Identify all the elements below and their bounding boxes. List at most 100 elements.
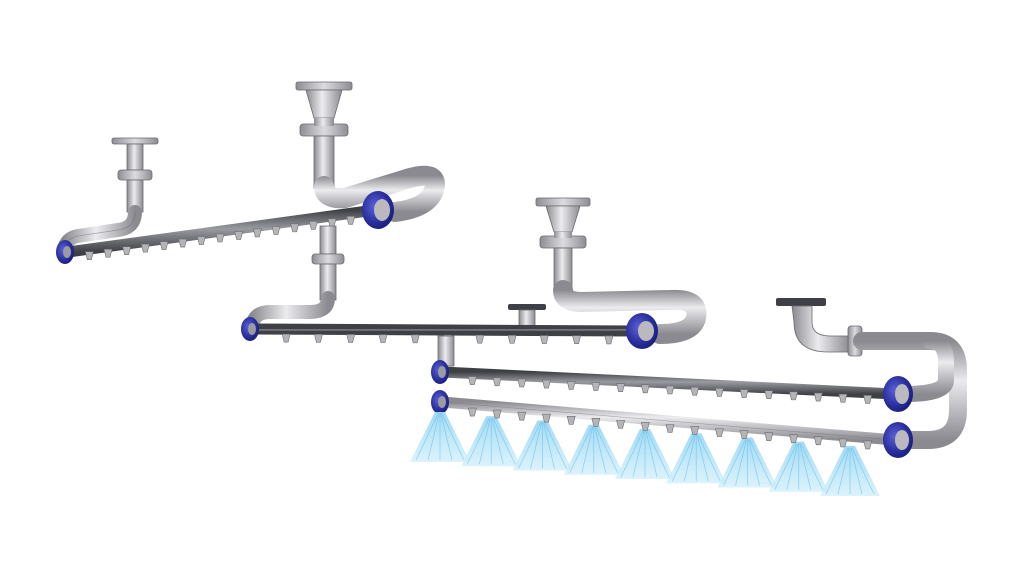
spray-nozzle-icon <box>467 407 477 417</box>
pipe-coupling-icon <box>431 390 449 414</box>
spray-nozzle-icon <box>715 428 724 437</box>
spray-streak <box>415 413 439 461</box>
spray-nozzle-icon <box>665 385 675 395</box>
spray-streak <box>427 413 440 461</box>
spray-streak <box>440 413 453 461</box>
spray-streak <box>478 418 491 465</box>
flanged-inlet-icon <box>295 81 353 189</box>
spray-nozzle-icon <box>715 388 724 397</box>
spray-nozzle-icon <box>346 334 356 343</box>
spray-streak <box>544 422 567 469</box>
spray-streak <box>683 435 696 482</box>
spray-nozzle-icon <box>539 335 549 344</box>
spray-nozzle-icon <box>467 376 477 385</box>
pipe-coupling-icon <box>626 313 658 349</box>
spray-nozzle-icon <box>517 378 527 388</box>
spray-streak <box>543 422 555 469</box>
spray-nozzle-icon <box>838 438 848 448</box>
flanged-inlet-icon <box>508 304 546 327</box>
spray-nozzle-icon <box>813 436 823 446</box>
spray-nozzles-row-1 <box>84 215 356 261</box>
pipe-coupling-icon <box>362 191 394 229</box>
spray-nozzle-icon <box>566 415 576 425</box>
spray-nozzle-icon <box>215 233 225 243</box>
spray-nozzle-icon <box>517 411 527 421</box>
spray-streak <box>774 443 798 490</box>
spray-streak <box>492 418 516 465</box>
flanged-inlet-icon <box>535 197 591 293</box>
pipe-coupling-icon <box>883 422 913 458</box>
spray-nozzle-icon <box>572 335 581 345</box>
spray-streak <box>441 413 465 461</box>
spray-cones <box>410 412 880 496</box>
spray-nozzle-icon <box>281 333 291 343</box>
spray-nozzle-icon <box>308 221 318 230</box>
spray-nozzle-icon <box>789 434 798 444</box>
spray-nozzle-icon <box>616 383 625 392</box>
manifold-assembly-4 <box>410 390 913 496</box>
spray-nozzle-icon <box>475 334 485 344</box>
flanged-inlet-icon <box>111 137 159 213</box>
spray-nozzle-icon <box>813 392 823 402</box>
spray-streak <box>696 435 709 482</box>
pipe-coupling-icon <box>241 317 259 341</box>
spray-nozzle-icon <box>196 236 206 245</box>
spray-nozzle-icon <box>591 382 601 391</box>
spray-nozzle-icon <box>234 231 244 240</box>
spray-nozzle-icon <box>640 422 650 431</box>
spray-streak <box>723 439 746 486</box>
spray-streak <box>749 439 772 486</box>
spray-streak <box>837 447 850 495</box>
spray-streak <box>594 426 607 473</box>
spray-nozzle-icon <box>591 418 601 427</box>
spray-nozzle-icon <box>271 226 281 235</box>
spray-streak <box>491 418 504 465</box>
spray-streak <box>466 418 490 465</box>
spray-nozzle-icon <box>789 391 798 401</box>
spray-nozzle-icon <box>690 386 700 396</box>
spray-nozzle-icon <box>542 379 551 389</box>
spray-streak <box>569 426 593 473</box>
spray-nozzle-icon <box>103 248 113 258</box>
spray-streak <box>825 447 849 495</box>
spray-nozzle-icon <box>542 413 551 423</box>
spray-streak <box>620 430 644 478</box>
spray-nozzle-icon <box>290 223 300 233</box>
spray-nozzle-icon <box>346 215 356 225</box>
spray-nozzle-icon <box>739 389 749 398</box>
spray-streak <box>697 435 721 482</box>
manifold-assembly-1 <box>56 81 445 264</box>
spray-nozzle-icon <box>604 335 614 345</box>
spray-nozzles-row-4 <box>467 407 873 450</box>
pipe-coupling-icon <box>431 360 449 384</box>
spray-nozzle-icon <box>122 246 132 255</box>
manifold-assembly-2 <box>241 197 707 349</box>
spray-streak <box>518 422 541 469</box>
pipe-coupling-icon <box>56 240 74 264</box>
spray-nozzle-icon <box>739 430 749 439</box>
spray-nozzle-icon <box>863 440 873 450</box>
spray-nozzle-icon <box>140 243 150 253</box>
spray-nozzle-icon <box>159 241 169 250</box>
spray-nozzle-icon <box>492 377 502 387</box>
spray-nozzle-icon <box>252 228 262 238</box>
spray-streak <box>786 443 799 490</box>
spray-nozzle-icon <box>764 432 774 442</box>
spray-streak <box>671 435 695 482</box>
spray-nozzle-icon <box>566 380 576 390</box>
spray-streak <box>851 447 875 495</box>
spray-nozzle-icon <box>863 395 873 404</box>
spray-nozzle-icon <box>314 333 323 343</box>
flanged-inlet-icon <box>311 225 345 301</box>
spray-nozzle-icon <box>838 393 848 403</box>
spray-nozzles-row-3 <box>467 376 873 404</box>
spray-nozzle-icon <box>178 238 188 248</box>
spray-nozzle-icon <box>492 409 502 419</box>
spray-nozzle-icon <box>616 420 625 429</box>
spray-streak <box>850 447 863 495</box>
spray-streak <box>799 443 812 490</box>
manifold-assembly-3 <box>431 298 967 449</box>
spray-streak <box>748 439 760 486</box>
spray-streak <box>735 439 747 486</box>
